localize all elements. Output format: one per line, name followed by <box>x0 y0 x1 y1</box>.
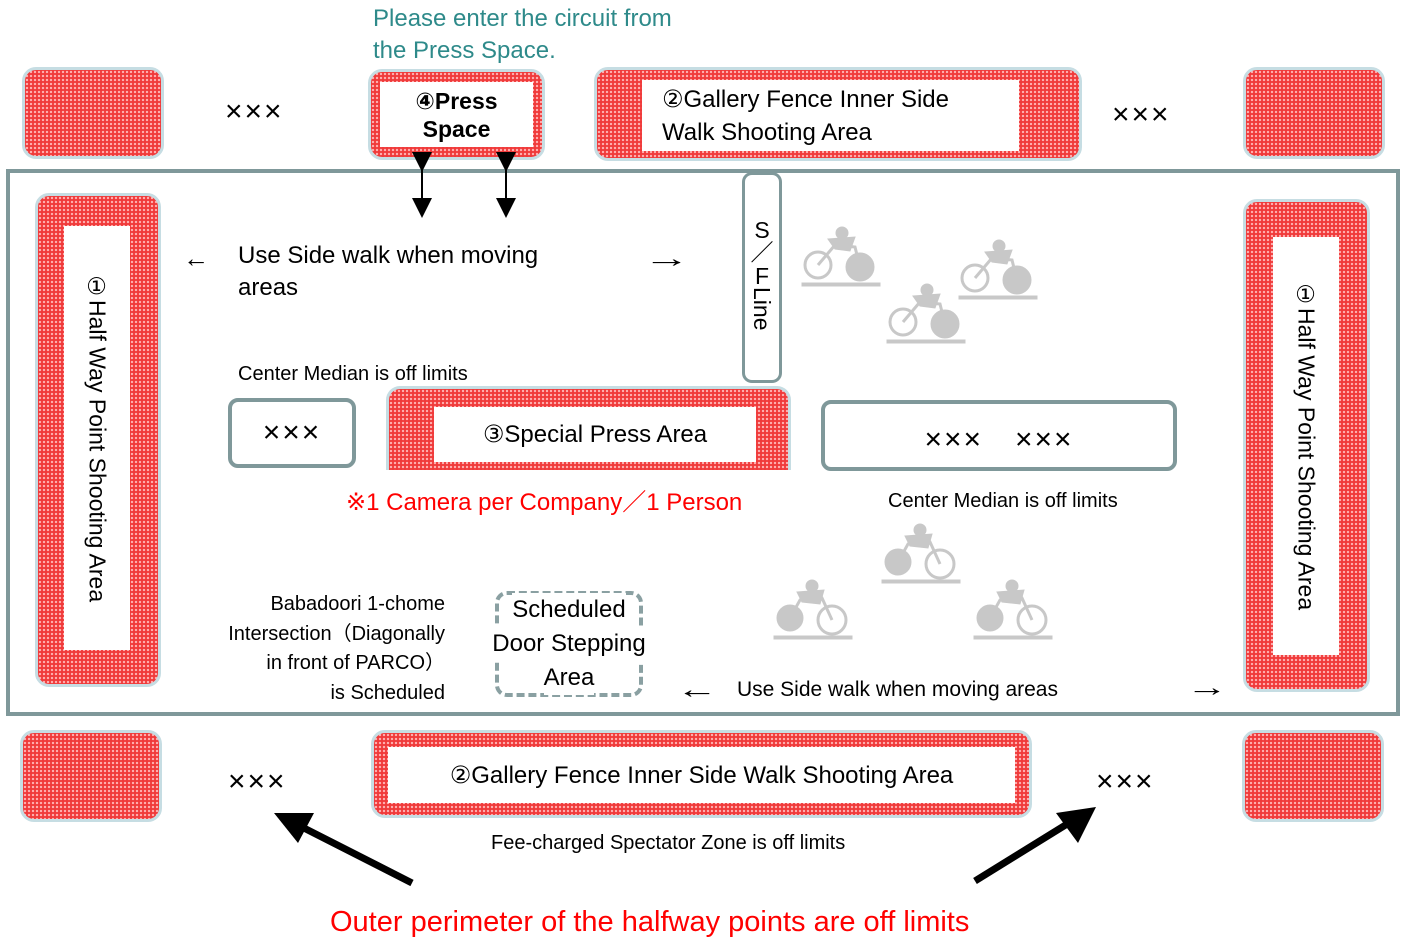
circuit-frame <box>6 169 1400 716</box>
special-press-area: ③Special Press Area <box>386 386 791 470</box>
off-limits-marks-top-right: ××× <box>1112 98 1171 131</box>
corner-block-top-left <box>22 67 164 159</box>
sf-line-s: S <box>754 217 770 243</box>
gallery-fence-bottom-label-box: ②Gallery Fence Inner Side Walk Shooting … <box>388 747 1015 803</box>
sidewalk-arrow-left-bottom: ← <box>676 674 718 704</box>
cyclist-icon <box>973 579 1053 640</box>
gallery-fence-bottom-label: ②Gallery Fence Inner Side Walk Shooting … <box>449 761 954 789</box>
door-stepping-label-2: Door Stepping <box>492 627 646 661</box>
door-stepping-area: Scheduled Door Stepping Area <box>492 591 646 697</box>
center-median-note-right: Center Median is off limits <box>888 490 1118 512</box>
press-space-label-box: ④Press Space <box>380 82 533 147</box>
sidewalk-note-top-1: Use Side walk when moving <box>238 242 539 269</box>
off-limits-marks-box-right: ××× ××× <box>924 422 1074 456</box>
sidewalk-note-top-2: areas <box>238 274 299 301</box>
off-limits-box-left: ××× <box>228 398 356 468</box>
fee-zone-note: Fee-charged Spectator Zone is off limits <box>491 832 846 854</box>
pointer-arrows <box>274 807 1096 887</box>
cyclist-icon <box>881 523 961 584</box>
sf-line-slash: ／ <box>750 239 774 265</box>
off-limits-box-right: ××× ××× <box>821 400 1177 471</box>
halfway-point-right-label: ①Half Way Point Shooting Area <box>1293 281 1320 611</box>
gallery-fence-top-area: ②Gallery Fence Inner Side Walk Shooting … <box>594 67 1082 161</box>
sidewalk-arrow-left-top: ← <box>183 243 209 273</box>
off-limits-marks-bottom-right: ××× <box>1096 765 1155 798</box>
babadoori-line-2: Intersection（Diagonally <box>228 622 445 645</box>
door-stepping-label-1: Scheduled <box>512 593 626 627</box>
gallery-fence-top-label-1: ②Gallery Fence Inner Side <box>662 85 949 113</box>
corner-block-top-right <box>1243 67 1385 159</box>
corner-block-bottom-left <box>20 730 162 822</box>
gallery-fence-bottom-area: ②Gallery Fence Inner Side Walk Shooting … <box>371 730 1032 818</box>
babadoori-line-4: is Scheduled <box>330 681 445 704</box>
press-space-area: ④Press Space <box>368 69 545 160</box>
halfway-point-left-label: ①Half Way Point Shooting Area <box>84 273 111 603</box>
press-space-label-2: Space <box>422 115 491 142</box>
off-limits-marks-box-left: ××× <box>262 416 322 449</box>
babadoori-line-1: Babadoori 1-chome <box>270 593 445 615</box>
gallery-fence-top-label-box: ②Gallery Fence Inner Side Walk Shooting … <box>642 80 1019 151</box>
outer-perimeter-note: Outer perimeter of the halfway points ar… <box>330 906 970 938</box>
halfway-point-right-area: ①Half Way Point Shooting Area <box>1243 199 1370 692</box>
sidewalk-arrow-right-bottom: → <box>1186 672 1228 702</box>
sf-line-f: F <box>754 263 770 289</box>
sidewalk-arrow-right-top: → <box>643 243 690 273</box>
off-limits-marks-bottom-left: ××× <box>228 765 287 798</box>
start-finish-line: S ／ F Line <box>742 172 782 383</box>
camera-limit-note: ※1 Camera per Company／1 Person <box>346 489 743 516</box>
sf-line-text: Line <box>749 287 775 331</box>
center-median-note-left: Center Median is off limits <box>238 363 468 385</box>
special-press-label: ③Special Press Area <box>482 421 708 448</box>
arrow-up-right-icon <box>973 807 1096 884</box>
entry-note-line1: Please enter the circuit from <box>373 5 672 32</box>
cyclists-icon-bottom <box>773 523 1053 640</box>
babadoori-line-3: in front of PARCO） <box>266 652 445 674</box>
door-stepping-label-3: Area <box>543 661 595 695</box>
cyclists-icon-top <box>801 226 1038 344</box>
entry-arrows <box>412 152 516 218</box>
cyclist-icon <box>801 226 881 287</box>
corner-block-bottom-right <box>1242 730 1384 822</box>
cyclist-icon <box>886 283 966 344</box>
cyclist-icon <box>958 239 1038 300</box>
arrow-up-left-icon <box>274 813 414 887</box>
press-space-label-1: ④Press <box>415 87 498 114</box>
cyclist-icon <box>773 579 853 640</box>
special-press-label-box: ③Special Press Area <box>434 407 756 462</box>
babadoori-note: Babadoori 1-chome Intersection（Diagonall… <box>170 590 445 708</box>
entry-note-line2: the Press Space. <box>373 37 556 64</box>
off-limits-marks-top-left: ××× <box>225 95 284 128</box>
halfway-point-left-label-box: ①Half Way Point Shooting Area <box>64 226 130 650</box>
sidewalk-note-bottom: Use Side walk when moving areas <box>737 678 1058 701</box>
gallery-fence-top-label-2: Walk Shooting Area <box>662 118 872 146</box>
halfway-point-right-label-box: ①Half Way Point Shooting Area <box>1273 237 1339 655</box>
halfway-point-left-area: ①Half Way Point Shooting Area <box>35 193 161 687</box>
